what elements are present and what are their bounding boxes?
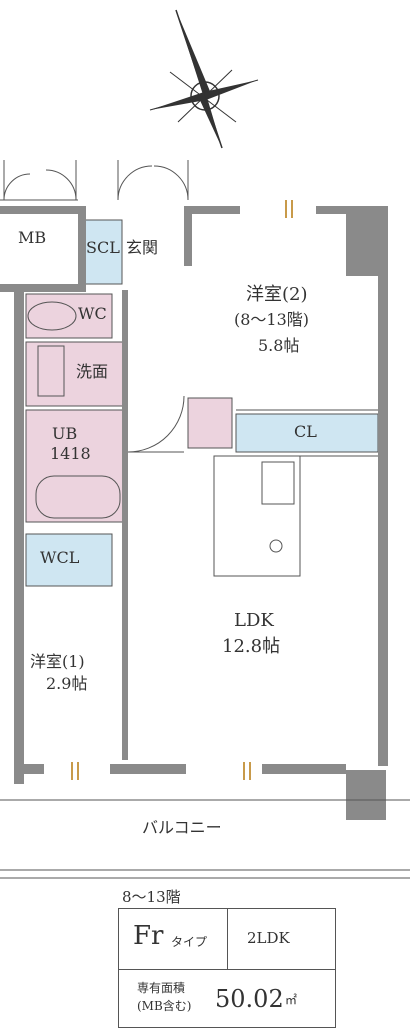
- entrance-label: 玄関: [126, 238, 159, 257]
- floor-note: 8～13階: [122, 888, 181, 906]
- ub-label: UB: [52, 424, 78, 443]
- room2-floors: (8～13階): [234, 310, 310, 329]
- cl-label: CL: [294, 422, 317, 441]
- compass-icon: [149, 9, 259, 149]
- room1-size: 2.9帖: [46, 674, 88, 693]
- scl-area: [83, 219, 123, 285]
- area-label-line2: (MB含む): [137, 999, 192, 1013]
- scl-label: SCL: [86, 238, 120, 257]
- room2-size: 5.8帖: [258, 336, 300, 355]
- walls: [0, 206, 388, 820]
- balcony-label: バルコニー: [142, 818, 222, 837]
- wcl-label: WCL: [40, 548, 80, 567]
- mb-label: MB: [18, 228, 47, 247]
- room2-name: 洋室(2): [246, 284, 308, 305]
- ub-size: 1418: [50, 444, 91, 463]
- cl-area: [235, 413, 379, 453]
- area-label-line1: 専有面積: [137, 981, 186, 995]
- ldk-name: LDK: [234, 610, 274, 631]
- area-unit: ㎡: [285, 993, 298, 1007]
- window-marks: [71, 200, 293, 780]
- room1-name: 洋室(1): [30, 652, 85, 671]
- entry-doors: [0, 160, 189, 201]
- type-name: Fr: [133, 921, 164, 951]
- wcl-area: [25, 533, 113, 587]
- wc-label: WC: [78, 304, 107, 323]
- washroom-label: 洗面: [76, 362, 109, 381]
- layout-type: 2LDK: [247, 929, 290, 947]
- interior-lines: [0, 301, 410, 879]
- wc-area: [25, 293, 113, 339]
- area-value: 50.02: [215, 985, 284, 1013]
- ldk-size: 12.8帖: [222, 636, 281, 657]
- type-suffix: タイプ: [171, 935, 208, 949]
- pantry-area: [187, 397, 233, 449]
- type-box: Fr タイプ 2LDK 専有面積 (MB含む) 50.02 ㎡: [118, 908, 336, 1028]
